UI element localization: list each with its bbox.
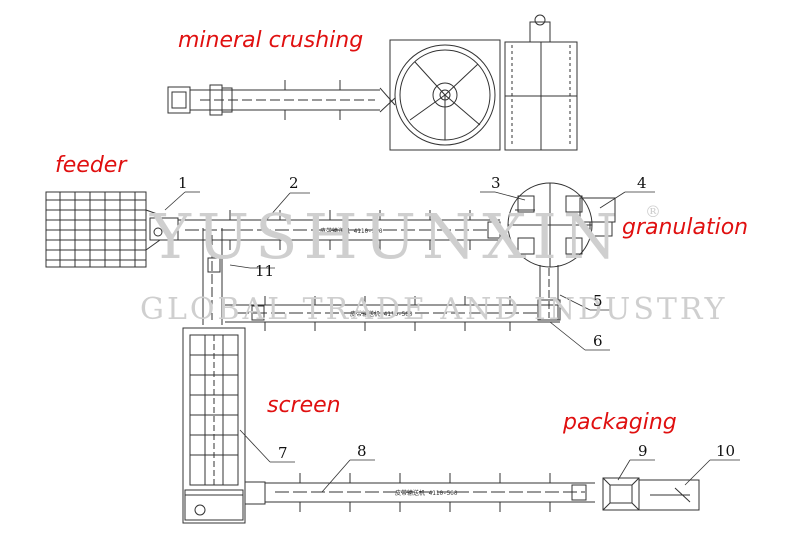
callout-2: 2 (289, 174, 299, 192)
watermark-registered-mark: ® (645, 202, 661, 221)
watermark-tagline: GLOBAL TRADE AND INDUSTRY (140, 292, 728, 327)
callout-3: 3 (491, 174, 501, 192)
conveyor-8 (244, 473, 595, 512)
feeder-grid (45, 191, 179, 268)
conveyor-6 (225, 296, 560, 331)
conveyor-5 (537, 265, 561, 321)
granulator-disc (507, 182, 616, 268)
callout-11: 11 (255, 262, 275, 280)
crusher-wheel (389, 39, 501, 151)
callout-1: 1 (178, 174, 188, 192)
conveyor-10 (638, 479, 700, 511)
callout-8: 8 (357, 442, 367, 460)
label-feeder: feeder (55, 153, 127, 178)
watermark-brand: YUSHUNXIN (150, 200, 624, 273)
packaging-scale (602, 477, 640, 511)
crusher-feed-conveyor (167, 80, 396, 120)
callout-leaders (164, 191, 740, 493)
conveyor-11 (202, 228, 223, 325)
label-packaging: packaging (563, 410, 677, 435)
conveyor-2 (178, 210, 501, 250)
label-screen: screen (267, 393, 341, 418)
conveyor-6-text: 皮带输送机 4110-500 (350, 310, 413, 318)
conveyor-8-text: 皮带输送机 4110-500 (395, 489, 458, 497)
callout-4: 4 (637, 174, 647, 192)
label-granulation: granulation (622, 215, 749, 240)
callout-9: 9 (638, 442, 648, 460)
crusher-housing (504, 14, 578, 151)
conveyor-2-text: 皮带输送机 4110-500 (320, 227, 383, 235)
label-mineral-crushing: mineral crushing (178, 28, 364, 53)
callout-5: 5 (593, 292, 603, 310)
callout-7: 7 (278, 444, 288, 462)
callout-10: 10 (716, 442, 736, 460)
screen-machine (182, 327, 246, 524)
callout-6: 6 (593, 332, 603, 350)
